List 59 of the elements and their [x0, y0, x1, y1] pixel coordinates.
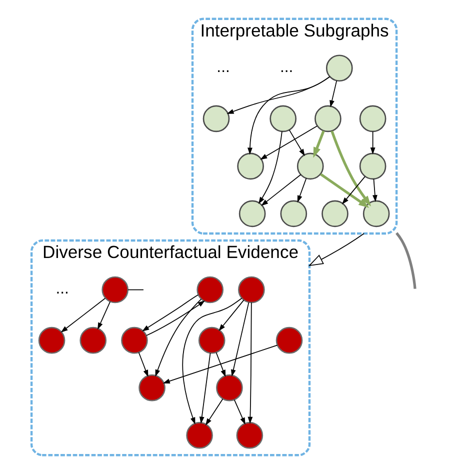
- arrow: [233, 399, 245, 425]
- arrow: [258, 131, 282, 204]
- arrow: [288, 130, 304, 156]
- node-circle: [358, 152, 386, 180]
- arrow: [215, 352, 226, 378]
- arrow: [296, 178, 306, 203]
- node-circle: [358, 105, 386, 132]
- arrow: [372, 178, 377, 202]
- label: ...: [216, 59, 230, 76]
- arrow: [312, 130, 324, 158]
- arrow: [319, 173, 369, 208]
- node-circle: [325, 54, 352, 82]
- node-circle: [196, 276, 223, 304]
- arrow: [142, 294, 198, 332]
- node-circle: [79, 326, 106, 354]
- arrow: [198, 352, 210, 424]
- connector: [127, 289, 144, 290]
- node-circle: [198, 326, 225, 354]
- connector: [395, 232, 416, 289]
- arrow: [260, 126, 318, 160]
- node-circle: [362, 200, 390, 228]
- node-circle: [314, 105, 341, 132]
- node-circle: [238, 200, 266, 228]
- arrow: [97, 301, 110, 330]
- arrow: [226, 76, 330, 114]
- label: ...: [55, 280, 68, 298]
- node-circle: [120, 326, 148, 354]
- node-circle: [238, 276, 264, 304]
- label: ...: [280, 59, 293, 76]
- node-circle: [186, 422, 212, 449]
- arrow: [370, 131, 375, 155]
- arrow: [247, 302, 252, 424]
- node-circle: [216, 374, 242, 402]
- arrow: [247, 76, 330, 155]
- arrow: [162, 344, 278, 384]
- node-circle: [275, 326, 302, 354]
- arrow: [138, 352, 148, 378]
- node-circle: [269, 105, 296, 132]
- node-circle: [38, 326, 65, 354]
- arrow: [154, 298, 202, 377]
- arrow: [329, 80, 337, 108]
- arrow: [146, 300, 204, 336]
- node-circle: [236, 422, 263, 449]
- arrow: [341, 176, 365, 204]
- arrow: [230, 302, 249, 377]
- arrow: [260, 174, 301, 206]
- node-circle: [202, 105, 230, 132]
- node-circle: [321, 200, 348, 228]
- node-circle: [138, 374, 165, 402]
- arrow: [308, 233, 364, 266]
- arrow: [182, 298, 242, 424]
- node-circle: [280, 200, 307, 228]
- arrow: [218, 300, 244, 332]
- arrow: [330, 130, 371, 206]
- node-circle: [236, 152, 264, 180]
- arrow: [204, 398, 223, 426]
- arrow: [60, 298, 106, 333]
- node-circle: [101, 276, 128, 304]
- node-circle: [296, 152, 324, 180]
